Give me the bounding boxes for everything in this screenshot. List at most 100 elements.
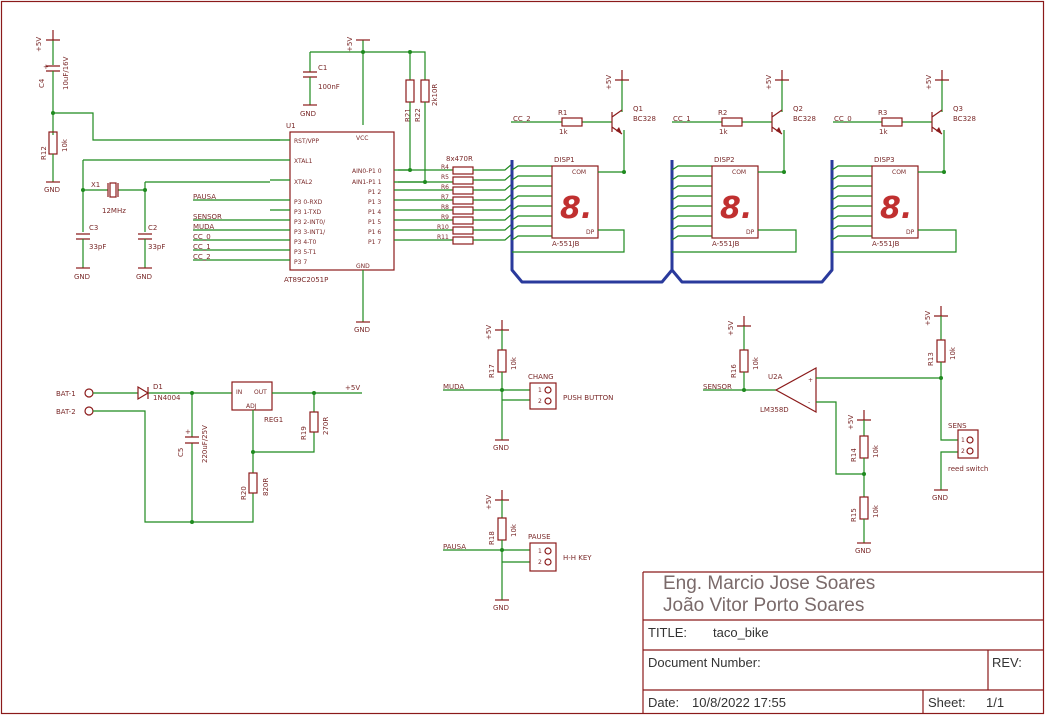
svg-text:COM: COM xyxy=(732,169,746,176)
svg-text:R19: R19 xyxy=(300,426,308,440)
r12-value: 10k xyxy=(61,138,69,152)
svg-text:PUSH BUTTON: PUSH BUTTON xyxy=(563,394,613,402)
svg-text:P1 3: P1 3 xyxy=(368,199,381,206)
svg-text:CC_0: CC_0 xyxy=(193,233,211,241)
svg-text:820R: 820R xyxy=(262,478,270,496)
svg-text:R4: R4 xyxy=(441,164,449,171)
svg-text:CC_2: CC_2 xyxy=(193,253,211,261)
svg-text:8.: 8. xyxy=(720,191,752,226)
pause-button-circuit: +5V R18 10k GND PAUSA 1 2 PAUSE H-H KEY xyxy=(443,490,592,612)
svg-text:R8: R8 xyxy=(441,204,449,211)
power-supply: BAT-1 BAT-2 D1 1N4004 + C5 220uF/25V IN … xyxy=(56,381,362,524)
gnd-label: GND xyxy=(44,186,60,194)
svg-text:PAUSA: PAUSA xyxy=(193,193,216,201)
svg-text:+5V: +5V xyxy=(925,75,933,90)
svg-text:R15: R15 xyxy=(850,508,858,522)
vcc-label: +5V xyxy=(35,37,43,52)
svg-text:R6: R6 xyxy=(441,184,449,191)
svg-text:10k: 10k xyxy=(510,356,518,370)
svg-text:BAT-1: BAT-1 xyxy=(56,390,76,398)
title-label: TITLE: xyxy=(648,625,687,640)
svg-text:A-551JB: A-551JB xyxy=(872,240,900,248)
svg-text:DP: DP xyxy=(746,229,755,236)
svg-text:C5: C5 xyxy=(177,448,185,457)
author-2: João Vitor Porto Soares xyxy=(663,595,864,616)
svg-text:PAUSE: PAUSE xyxy=(528,533,551,541)
svg-text:2: 2 xyxy=(961,448,965,455)
svg-text:C2: C2 xyxy=(148,224,157,232)
svg-text:10k: 10k xyxy=(752,356,760,370)
svg-text:RST/VPP: RST/VPP xyxy=(294,138,319,145)
svg-text:+5V: +5V xyxy=(485,495,493,510)
svg-text:10k: 10k xyxy=(510,523,518,537)
svg-text:A-551JB: A-551JB xyxy=(552,240,580,248)
c1-circuit: +5V C1 100nF GND xyxy=(300,37,426,125)
svg-text:GND: GND xyxy=(932,494,948,502)
svg-text:COM: COM xyxy=(572,169,586,176)
svg-text:CC_2: CC_2 xyxy=(513,115,531,123)
svg-text:CC_0: CC_0 xyxy=(834,115,852,123)
svg-text:R16: R16 xyxy=(730,364,738,378)
svg-text:reed switch: reed switch xyxy=(948,465,988,473)
svg-text:8.: 8. xyxy=(880,191,912,226)
author-1: Eng. Marcio Jose Soares xyxy=(663,573,875,594)
svg-text:P3 5-T1: P3 5-T1 xyxy=(294,249,316,256)
svg-text:P1 2: P1 2 xyxy=(368,189,381,196)
svg-text:COM: COM xyxy=(892,169,906,176)
svg-text:XTAL1: XTAL1 xyxy=(294,158,313,165)
title-block: Eng. Marcio Jose Soares João Vitor Porto… xyxy=(642,571,1043,713)
svg-text:R18: R18 xyxy=(488,531,496,545)
c1-value: 100nF xyxy=(318,83,340,91)
svg-text:R2: R2 xyxy=(718,109,727,117)
svg-text:1: 1 xyxy=(538,548,542,555)
svg-text:BAT-2: BAT-2 xyxy=(56,408,76,416)
svg-text:R14: R14 xyxy=(850,448,858,462)
svg-text:IN: IN xyxy=(236,389,242,396)
svg-text:2: 2 xyxy=(538,559,542,566)
svg-text:GND: GND xyxy=(300,110,316,118)
x1-ref: X1 xyxy=(91,181,100,189)
svg-text:R11: R11 xyxy=(437,234,449,241)
crystal-circuit: X1 12MHz C3 33pF GND C2 33pF GND xyxy=(74,159,270,281)
svg-text:Q3: Q3 xyxy=(953,105,963,113)
date-label: Date: xyxy=(648,695,679,710)
x1-value: 12MHz xyxy=(102,207,126,215)
svg-text:1k: 1k xyxy=(719,128,728,136)
svg-text:R21: R21 xyxy=(404,108,412,122)
resistor-network: 8x470R R4 R5 R6 R7 R8 R9 R10 R11 xyxy=(394,155,513,245)
svg-text:A-551JB: A-551JB xyxy=(712,240,740,248)
svg-text:CC_1: CC_1 xyxy=(673,115,691,123)
svg-text:+5V: +5V xyxy=(346,37,354,52)
r12-ref: R12 xyxy=(40,146,48,160)
svg-text:Q2: Q2 xyxy=(793,105,803,113)
svg-text:P3 3-INT1/: P3 3-INT1/ xyxy=(294,229,326,236)
svg-text:33pF: 33pF xyxy=(89,243,106,251)
svg-text:R13: R13 xyxy=(927,352,935,366)
svg-text:VCC: VCC xyxy=(356,135,368,142)
svg-text:OUT: OUT xyxy=(254,389,267,396)
svg-text:U1: U1 xyxy=(286,122,296,130)
transistor-q1: R1 1k CC_2 +5V Q1 BC328 xyxy=(511,70,656,136)
svg-text:+: + xyxy=(43,63,49,71)
svg-text:P1 7: P1 7 xyxy=(368,239,381,246)
svg-text:SENS: SENS xyxy=(948,422,967,430)
svg-text:+: + xyxy=(808,377,813,384)
svg-text:DISP2: DISP2 xyxy=(714,156,735,164)
svg-text:R10: R10 xyxy=(437,224,449,231)
svg-text:GND: GND xyxy=(74,273,90,281)
svg-text:10k: 10k xyxy=(872,504,880,518)
svg-text:CC_1: CC_1 xyxy=(193,243,211,251)
document-number-label: Document Number: xyxy=(648,655,761,670)
svg-text:PAUSA: PAUSA xyxy=(443,543,466,551)
svg-text:Q1: Q1 xyxy=(633,105,643,113)
svg-text:+5V: +5V xyxy=(765,75,773,90)
svg-text:+5V: +5V xyxy=(605,75,613,90)
svg-text:GND: GND xyxy=(493,604,509,612)
svg-text:GND: GND xyxy=(356,263,370,270)
svg-text:REG1: REG1 xyxy=(264,416,283,424)
svg-text:8.: 8. xyxy=(560,191,592,226)
svg-text:R3: R3 xyxy=(878,109,887,117)
svg-text:1k: 1k xyxy=(879,128,888,136)
svg-text:GND: GND xyxy=(493,444,509,452)
